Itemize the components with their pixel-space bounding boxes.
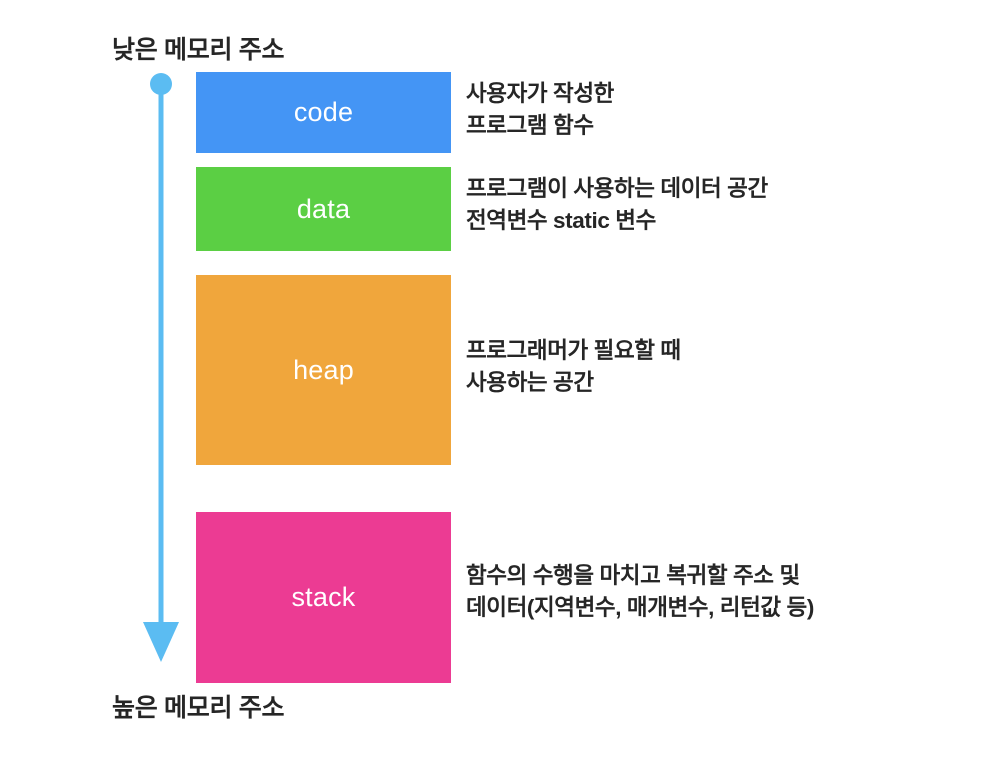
annotation-data-line-1: 프로그램이 사용하는 데이터 공간 bbox=[466, 176, 768, 201]
annotation-stack-line-1: 함수의 수행을 마치고 복귀할 주소 및 bbox=[466, 563, 800, 588]
annotation-stack: 함수의 수행을 마치고 복귀할 주소 및 데이터(지역변수, 매개변수, 리턴값… bbox=[466, 560, 814, 624]
segment-box-code: code bbox=[196, 72, 451, 153]
annotation-heap: 프로그래머가 필요할 때 사용하는 공간 bbox=[466, 335, 681, 399]
low-memory-address-label: 낮은 메모리 주소 bbox=[112, 36, 285, 64]
annotation-code: 사용자가 작성한 프로그램 함수 bbox=[466, 78, 614, 142]
segment-label-stack: stack bbox=[291, 582, 356, 612]
segment-label-data: data bbox=[296, 193, 351, 224]
annotation-code-line-2: 프로그램 함수 bbox=[466, 112, 594, 138]
annotation-heap-line-1: 프로그래머가 필요할 때 bbox=[466, 338, 681, 363]
annotation-stack-line-2: 데이터(지역변수, 매개변수, 리턴값 등) bbox=[466, 594, 814, 620]
segment-box-data: data bbox=[196, 167, 451, 251]
segment-label-code: code bbox=[293, 97, 354, 127]
annotation-data-line-2: 전역변수 static 변수 bbox=[466, 207, 656, 233]
annotation-heap-line-2: 사용하는 공간 bbox=[466, 369, 594, 395]
annotation-data: 프로그램이 사용하는 데이터 공간 전역변수 static 변수 bbox=[466, 173, 768, 237]
segment-label-heap: heap bbox=[293, 354, 354, 385]
segment-box-heap: heap bbox=[196, 275, 451, 465]
segment-box-stack: stack bbox=[196, 512, 451, 683]
high-memory-address-label: 높은 메모리 주소 bbox=[112, 694, 285, 722]
annotation-code-line-1: 사용자가 작성한 bbox=[466, 81, 614, 106]
memory-direction-arrow-icon bbox=[143, 73, 179, 662]
